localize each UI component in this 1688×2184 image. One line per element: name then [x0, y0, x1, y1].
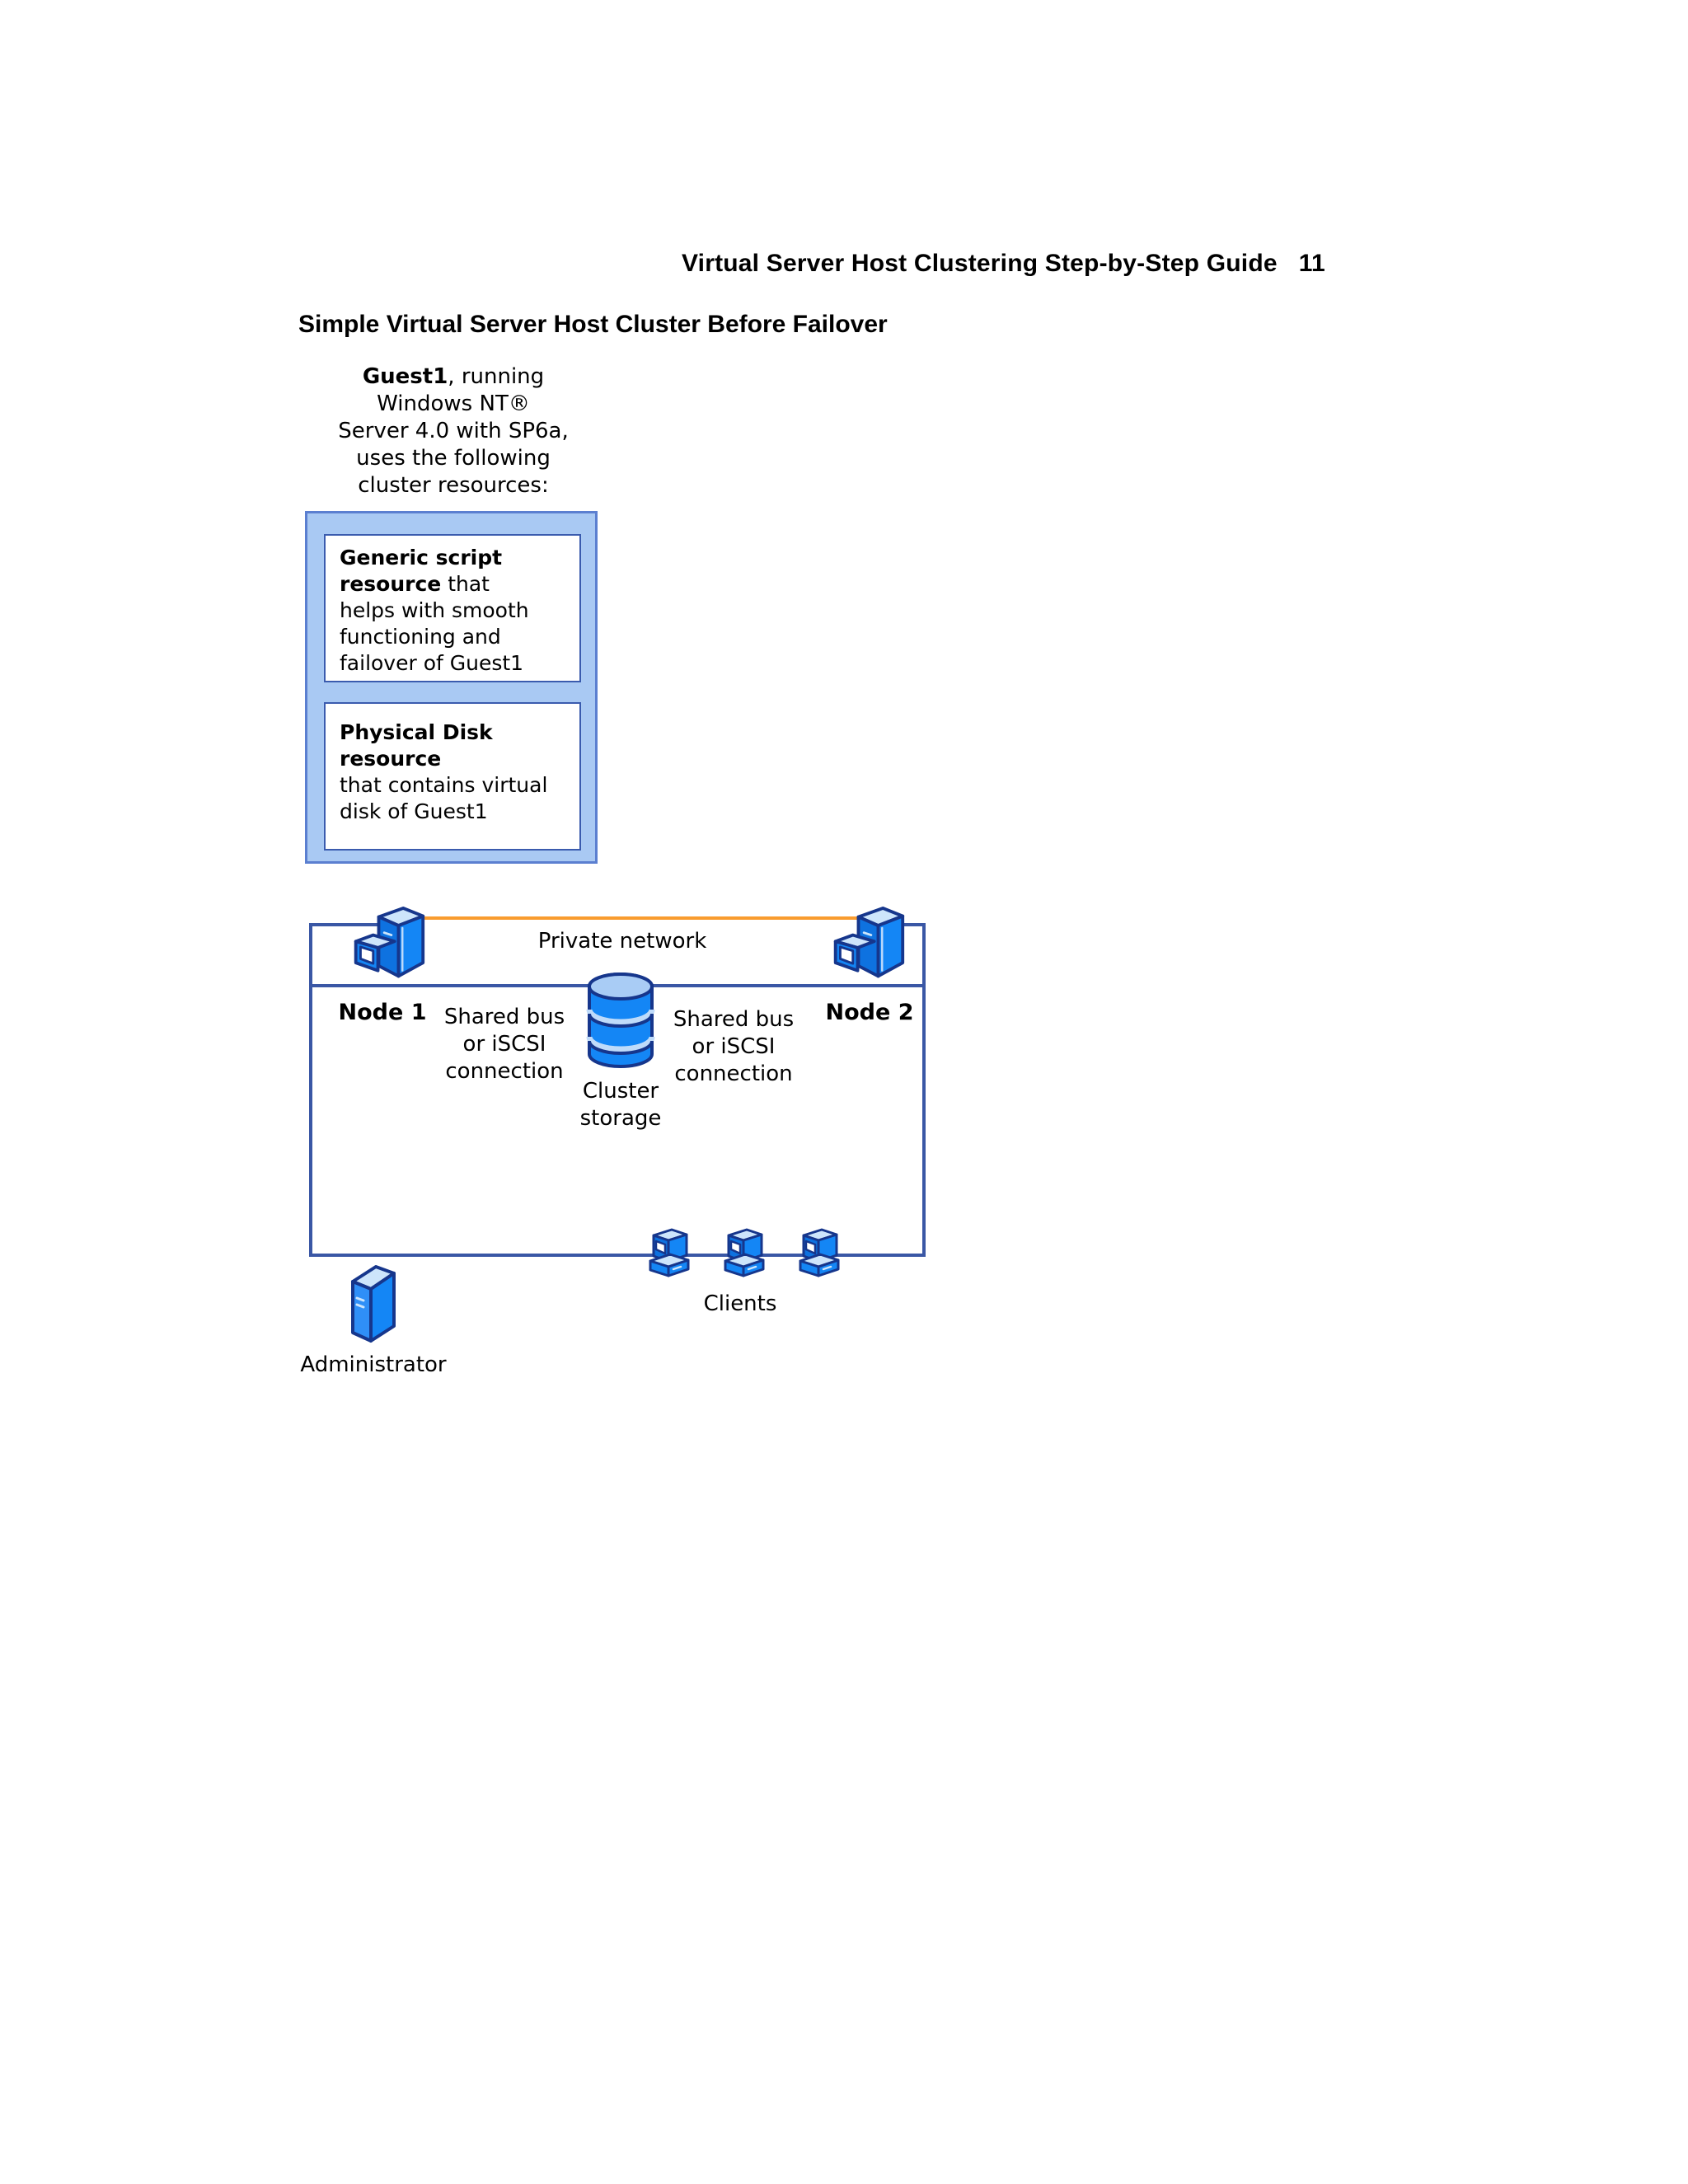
section-heading: Simple Virtual Server Host Cluster Befor…: [298, 311, 888, 338]
callout-line: Windows NT®: [377, 391, 530, 416]
generic-script-resource-card: Generic script resource that helps with …: [324, 534, 581, 682]
clients-label: Clients: [703, 1291, 777, 1316]
client-computer-icon: [721, 1227, 769, 1285]
administrator-label: Administrator: [300, 1352, 447, 1377]
node2-server-tower-icon: [829, 904, 907, 988]
callout-line: Guest1, running: [362, 364, 545, 389]
physical-disk-resource-card: Physical Disk resource that contains vir…: [324, 702, 581, 851]
guest-callout: Guest1, running Windows NT® Server 4.0 w…: [313, 363, 593, 499]
callout-line: cluster resources:: [358, 473, 549, 498]
page-number: 11: [1298, 250, 1325, 277]
node1-label: Node 1: [338, 1000, 427, 1025]
running-header: Virtual Server Host Clustering Step-by-S…: [682, 250, 1325, 278]
private-network-line: [381, 916, 874, 920]
admin-server-icon: [347, 1260, 398, 1344]
top-border-left-segment: [309, 923, 392, 926]
client-computer-icon: [646, 1227, 694, 1285]
node2-label: Node 2: [825, 1000, 914, 1025]
client-computer-icon: [796, 1227, 844, 1285]
callout-line: Server 4.0 with SP6a,: [338, 419, 569, 443]
callout-line: uses the following: [356, 446, 551, 471]
shared-bus-right-label: Shared bus or iSCSI connection: [673, 1007, 795, 1086]
cluster-storage-label: Cluster storage: [579, 1079, 662, 1131]
private-network-label: Private network: [537, 929, 707, 954]
node1-server-tower-icon: [349, 904, 427, 988]
cluster-resources-box: Generic script resource that helps with …: [305, 511, 598, 864]
shared-bus-left-label: Shared bus or iSCSI connection: [443, 1005, 565, 1084]
guide-title: Virtual Server Host Clustering Step-by-S…: [682, 250, 1278, 277]
disk-cylinder-stack-icon: [585, 969, 656, 1071]
